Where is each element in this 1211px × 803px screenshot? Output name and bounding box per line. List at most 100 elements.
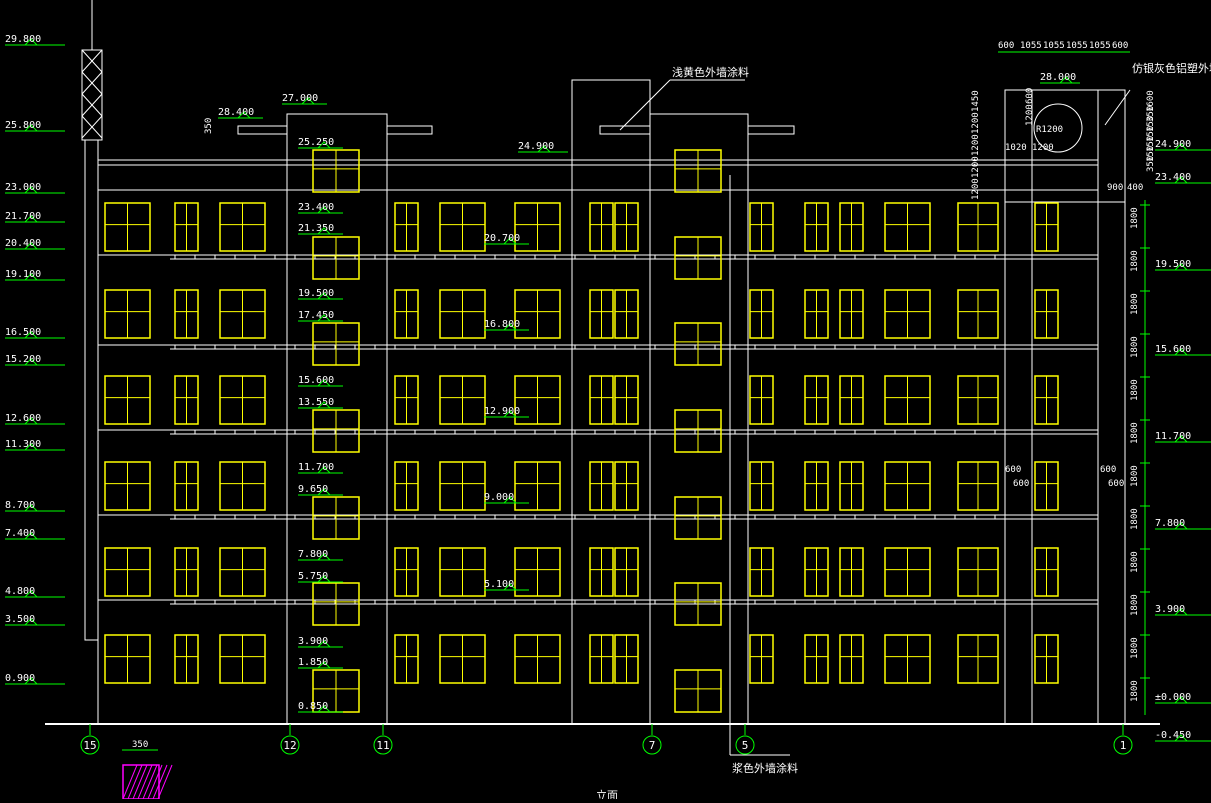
window xyxy=(219,202,266,252)
level-stair-tri xyxy=(317,227,331,235)
level-stair: 23.400 xyxy=(298,202,334,213)
window xyxy=(174,375,199,425)
dim-tower-right: 150 xyxy=(1146,126,1156,142)
window xyxy=(839,461,864,511)
level-right-tri xyxy=(1174,608,1188,616)
window xyxy=(749,547,774,597)
dim-tower-top: 1055 xyxy=(1066,41,1088,51)
level-left-tri xyxy=(24,242,38,250)
window xyxy=(104,634,151,684)
window xyxy=(104,547,151,597)
window xyxy=(674,582,722,626)
window xyxy=(439,202,486,252)
level-mid: 12.900 xyxy=(484,406,520,417)
window xyxy=(174,289,199,339)
leader-right xyxy=(1104,89,1131,126)
window xyxy=(439,375,486,425)
level-left: 4.800 xyxy=(5,586,35,597)
window xyxy=(312,496,360,540)
note-bottom-title: 立面 xyxy=(596,788,618,799)
level-left: 29.800 xyxy=(5,34,41,45)
window xyxy=(957,634,999,684)
level-mid-tri xyxy=(503,496,517,504)
canopy-left-b xyxy=(386,125,433,135)
window xyxy=(514,202,561,252)
level-stair-tri xyxy=(317,292,331,300)
level-stair: 9.650 xyxy=(298,484,328,495)
window xyxy=(104,375,151,425)
level-left: 19.100 xyxy=(5,269,41,280)
axis-label: 15 xyxy=(83,739,96,752)
dim-tower-vertical: 1200 xyxy=(971,156,981,178)
window xyxy=(174,547,199,597)
dim-column-mark: 600 xyxy=(1108,479,1124,489)
window xyxy=(749,202,774,252)
stair-tower-center xyxy=(649,113,749,725)
axis-bubble-7: 7 xyxy=(642,724,662,755)
mast-brace xyxy=(81,93,103,117)
level-left: 3.500 xyxy=(5,614,35,625)
window xyxy=(312,236,360,280)
mast-brace xyxy=(81,49,103,73)
window xyxy=(804,289,829,339)
level-left-tri xyxy=(24,215,38,223)
dim-tower-vertical: 1200 xyxy=(971,112,981,134)
level-right: 11.700 xyxy=(1155,431,1191,442)
axis-circle xyxy=(735,735,755,755)
window xyxy=(614,375,639,425)
dim-right: 1800 xyxy=(1130,250,1140,272)
dim-tower-right: 150 xyxy=(1146,136,1156,152)
axis-bubble-12: 12 xyxy=(280,724,300,755)
level-mid: 5.100 xyxy=(484,579,514,590)
level-right-tri xyxy=(1174,143,1188,151)
axis-circle xyxy=(373,735,393,755)
window xyxy=(674,409,722,453)
axis-label: 12 xyxy=(283,739,296,752)
level-stair-tri xyxy=(317,379,331,387)
window xyxy=(674,669,722,713)
level-left: 0.900 xyxy=(5,673,35,684)
note-top-paint: 浅黄色外墙涂料 xyxy=(672,65,749,79)
level-left: 11.300 xyxy=(5,439,41,450)
level-stair: 1.850 xyxy=(298,657,328,668)
window xyxy=(884,547,931,597)
dim-column-mark: 600 xyxy=(1013,479,1029,489)
window xyxy=(439,461,486,511)
window xyxy=(884,289,931,339)
level-stair-tri xyxy=(317,314,331,322)
dim-tower-right: 1600 xyxy=(1146,90,1156,112)
mast-brace xyxy=(81,115,103,139)
level-stair: 19.500 xyxy=(298,288,334,299)
window xyxy=(589,461,614,511)
hatch-line xyxy=(132,764,148,800)
level-mid-tri xyxy=(503,410,517,418)
window xyxy=(104,289,151,339)
window xyxy=(957,289,999,339)
level-right-tri xyxy=(1174,435,1188,443)
dim-right: 1800 xyxy=(1130,207,1140,229)
dim-tower-vertical: 1450 xyxy=(971,90,981,112)
level-right: 3.900 xyxy=(1155,604,1185,615)
hatch-line xyxy=(127,764,143,800)
level-stair-tri xyxy=(317,575,331,583)
level-left-tri xyxy=(24,273,38,281)
window xyxy=(514,547,561,597)
dim-tower-right: 350 xyxy=(1146,106,1156,122)
window xyxy=(749,375,774,425)
left-shaft xyxy=(84,139,99,641)
dim-hatch-width: 350 xyxy=(132,740,148,750)
window xyxy=(1034,547,1059,597)
axis-circle xyxy=(1113,735,1133,755)
level-stair: 21.350 xyxy=(298,223,334,234)
window xyxy=(219,375,266,425)
window xyxy=(394,289,419,339)
window xyxy=(394,375,419,425)
window xyxy=(174,634,199,684)
window xyxy=(804,547,829,597)
window xyxy=(439,289,486,339)
window xyxy=(439,547,486,597)
level-mid-tri xyxy=(503,583,517,591)
dim-right: 1800 xyxy=(1130,465,1140,487)
